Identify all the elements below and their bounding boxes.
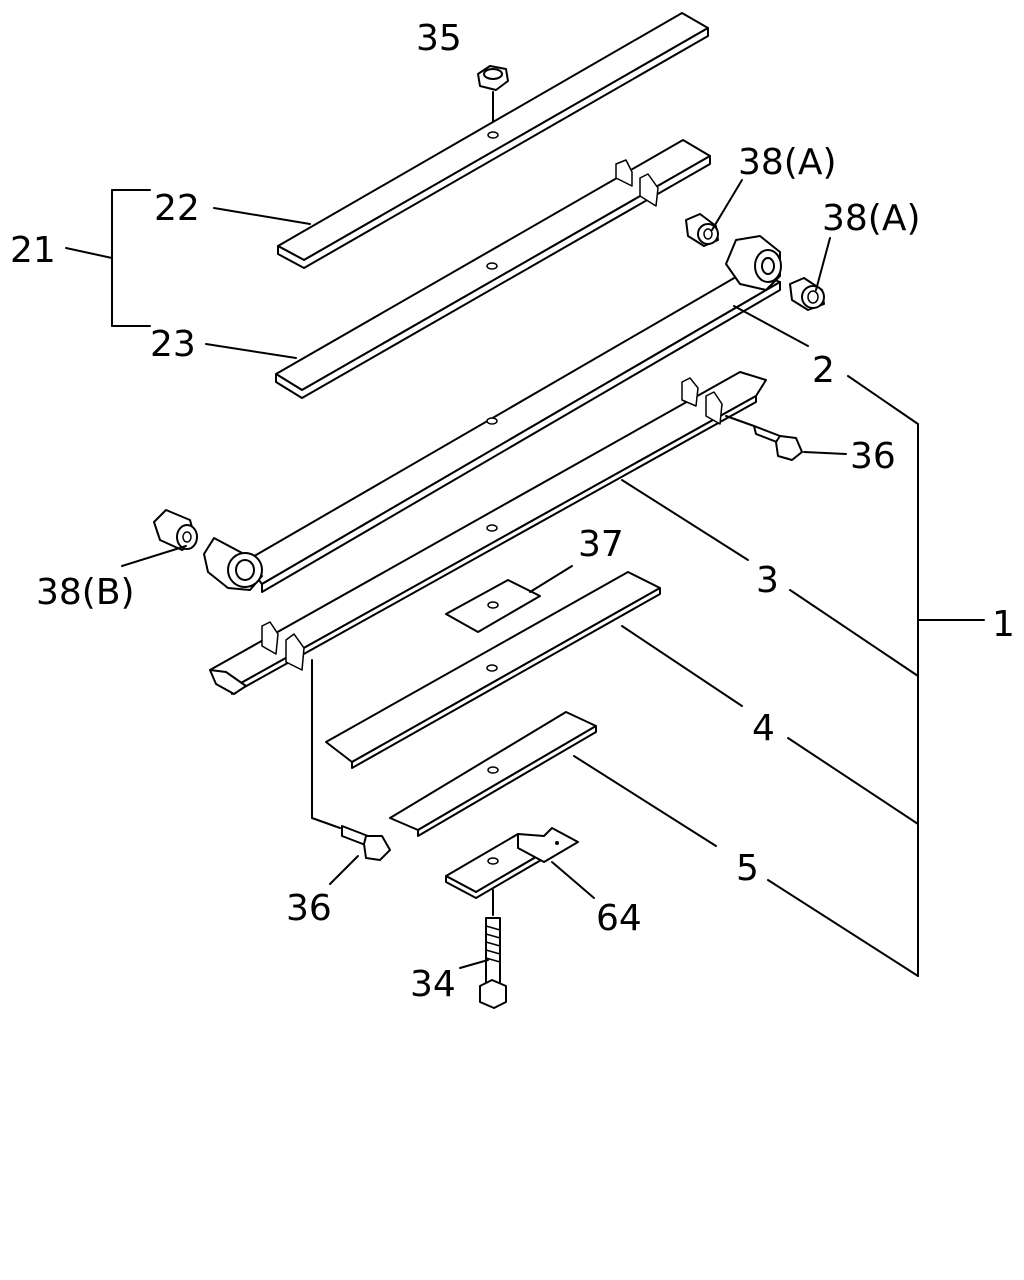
label-36-top: 36: [850, 436, 896, 477]
label-34: 34: [410, 964, 456, 1005]
label-5: 5: [736, 848, 759, 889]
main-leaf-2: [203, 235, 782, 593]
label-38b: 38(B): [36, 572, 135, 613]
leader-lines: [65, 179, 985, 977]
bushing-38a-1: [685, 213, 719, 247]
label-22: 22: [154, 188, 200, 229]
label-35: 35: [416, 18, 462, 59]
label-23: 23: [150, 324, 196, 365]
leaf-23: [275, 139, 711, 399]
label-4: 4: [752, 708, 775, 749]
leaf-5: [389, 711, 597, 837]
bushing-38b: [153, 509, 198, 551]
label-21: 21: [10, 230, 56, 271]
bolt-36-top: [725, 415, 803, 461]
label-64: 64: [596, 898, 642, 939]
label-2: 2: [812, 350, 835, 391]
bushing-38a-2: [789, 277, 825, 311]
leaf-4: [325, 571, 661, 769]
leaf-22: [277, 12, 709, 269]
label-3: 3: [756, 560, 779, 601]
bolt-34: [479, 889, 507, 1009]
plate-37: [445, 579, 541, 633]
label-36-bottom: 36: [286, 888, 332, 929]
label-1: 1: [992, 604, 1015, 645]
clip-plate-64: [445, 827, 579, 899]
bolt-36-bottom: [311, 659, 391, 861]
label-38a-2: 38(A): [822, 198, 921, 239]
nut-35: [477, 65, 509, 126]
leaf-3: [209, 371, 767, 695]
label-38a-1: 38(A): [738, 142, 837, 183]
label-37: 37: [578, 524, 624, 565]
